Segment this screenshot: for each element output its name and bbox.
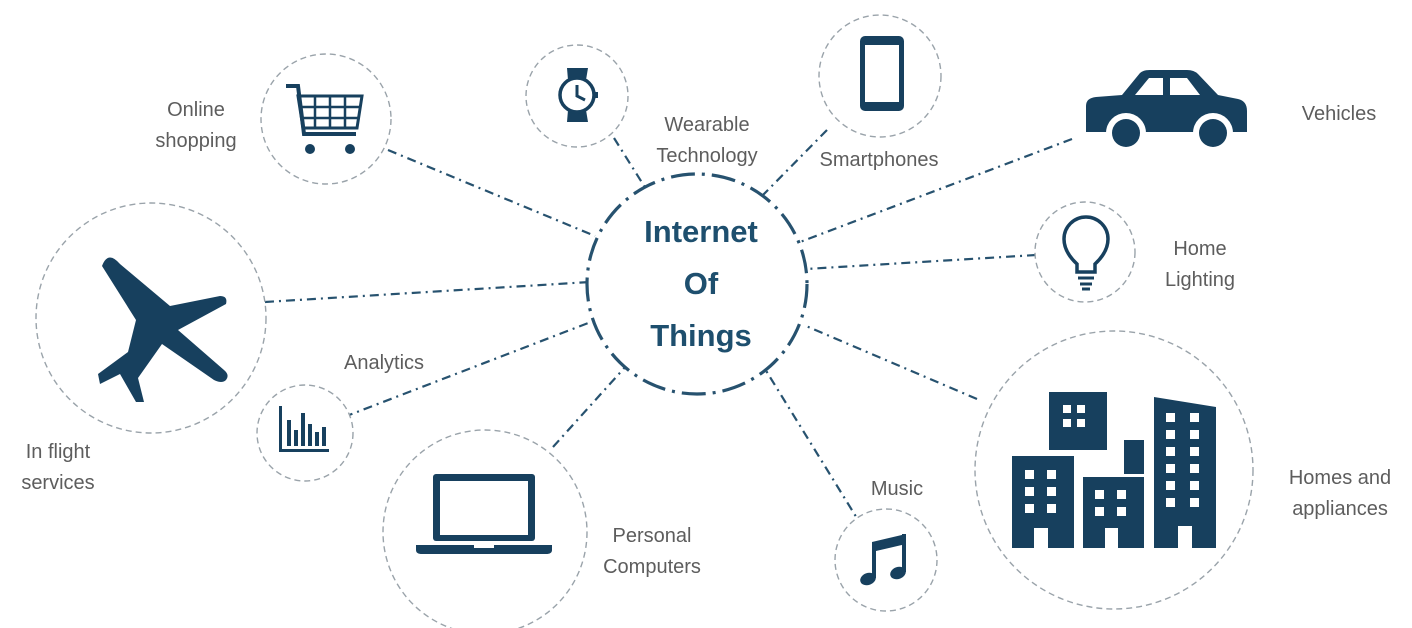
wearable-label-line-2: Technology: [656, 145, 758, 167]
home-lighting-label-line-2: Lighting: [1164, 269, 1236, 291]
smartphones-label-line-1: Smartphones: [819, 149, 939, 171]
personal-computers-label-line-1: Personal: [612, 525, 692, 547]
center-title-line-1: Internet: [644, 214, 758, 249]
home-lighting-circle: [1034, 201, 1136, 303]
homes-appliances-label-line-2: appliances: [1292, 498, 1388, 520]
online-shopping-label-line-1: Online: [167, 99, 225, 121]
connector-homes: [805, 324, 978, 401]
wristwatch-icon: [558, 68, 598, 122]
smartphones-label: Smartphones: [800, 145, 958, 176]
center-title-line-2: Of: [683, 266, 719, 301]
music-note-icon: [860, 534, 906, 586]
connector-online-shopping: [387, 148, 596, 238]
vehicles-label: Vehicles: [1287, 99, 1391, 130]
home-lighting-label: Home Lighting: [1146, 234, 1254, 296]
connector-in-flight: [264, 280, 591, 304]
buildings-icon: [1012, 392, 1216, 548]
connector-home-lighting: [805, 253, 1037, 271]
connector-vehicles: [799, 137, 1073, 244]
light-bulb-icon: [1062, 215, 1110, 291]
analytics-label: Analytics: [328, 348, 440, 379]
airplane-icon: [98, 257, 228, 402]
analytics-label-line-1: Analytics: [343, 352, 425, 374]
personal-computers-label-line-2: Computers: [603, 556, 701, 578]
center-title-line-3: Things: [650, 318, 752, 353]
in-flight-label-line-1: In flight: [25, 441, 91, 463]
wearable-label-line-1: Wearable: [664, 114, 750, 136]
wearable-label: Wearable Technology: [642, 110, 772, 172]
connector-smartphones: [761, 129, 828, 197]
vehicles-label-line-1: Vehicles: [1301, 103, 1377, 125]
music-label-line-1: Music: [870, 478, 924, 500]
connector-computers: [552, 364, 628, 448]
car-icon: [1086, 70, 1247, 153]
home-lighting-label-line-1: Home: [1173, 238, 1227, 260]
online-shopping-label-line-2: shopping: [155, 130, 237, 152]
online-shopping-label: Online shopping: [140, 95, 252, 157]
center-title: Internet Of Things: [588, 206, 814, 362]
shopping-cart-icon: [286, 84, 364, 154]
homes-appliances-label: Homes and appliances: [1272, 463, 1408, 525]
laptop-icon: [416, 474, 552, 554]
personal-computers-label: Personal Computers: [584, 521, 720, 583]
in-flight-label-line-2: services: [21, 472, 95, 494]
connector-analytics: [343, 318, 597, 419]
connector-music: [764, 368, 864, 529]
bar-chart-icon: [279, 406, 329, 452]
smartphone-icon: [860, 36, 904, 111]
homes-appliances-label-line-1: Homes and: [1288, 467, 1392, 489]
music-circle: [834, 508, 938, 612]
center-hub-circle: [585, 172, 809, 396]
connector-wearable: [613, 137, 647, 190]
in-flight-label: In flight services: [6, 437, 110, 499]
music-label: Music: [852, 474, 942, 505]
